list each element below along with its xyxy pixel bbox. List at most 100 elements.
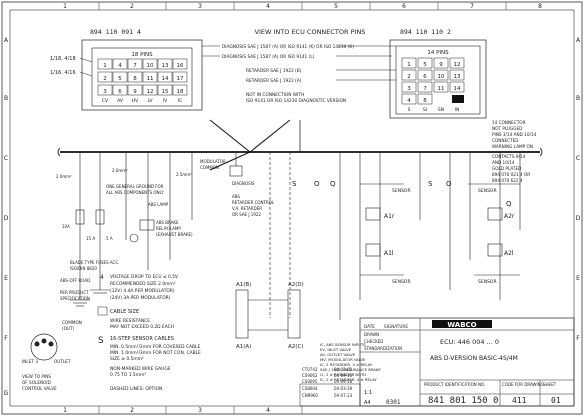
signal-legend: IC, ABS SENSOR INPUTS EV, INLET VALVE AV… — [320, 342, 381, 382]
diagram-label: AND 10/14 — [492, 160, 515, 165]
diagram-label: A2r — [504, 213, 515, 220]
diagram-label: DASHED LINES: OPTION — [110, 386, 162, 392]
diagram-label: 2.5mm² — [176, 172, 192, 177]
col-label-top: 5 — [334, 3, 338, 10]
pin: 10 — [147, 63, 154, 69]
svg-text:S: S — [98, 336, 104, 346]
diagram-label: (EXHAUST BRAKE) — [156, 232, 193, 237]
col-label-bottom: 4 — [266, 407, 270, 414]
diagram-label: ABS — [232, 194, 240, 199]
pin: 11 — [438, 86, 445, 92]
pin: 15 — [162, 89, 169, 95]
diagram-label: ECU: 446 004 ... 0 — [440, 338, 499, 346]
pin-signal: AV — [117, 98, 124, 104]
pin: 4 — [118, 63, 122, 69]
diagram-label: ABS D-VERSION BASIC-4S/4M — [430, 355, 518, 362]
diagram-label: CN9960 — [302, 393, 318, 398]
diagram-label: 894 070 622 4 — [492, 178, 523, 183]
diagnosis-notes: DIAGNOSIS SAE J 1587 (A) OR ISO 9141 (K)… — [222, 44, 354, 104]
diagram-label: (12V) 4.4A PER MODULATOR) — [110, 288, 175, 294]
pin: 7 — [133, 63, 137, 69]
diagram-label: DIAGNOSIS SAE J 1587 (A) OR ISO 9141 (L) — [222, 54, 315, 60]
diagram-label: SHEET — [543, 382, 557, 387]
diagram-label: DIAGNOSIS SAE J 1587 (A) OR ISO 9141 (K)… — [222, 44, 354, 50]
col-label-top: 6 — [402, 3, 406, 10]
diagram-label: 14 CONNECTOR — [492, 120, 526, 125]
diagram-label: 04-03-01 — [334, 367, 353, 372]
diagram-label: 0301 — [386, 399, 401, 406]
diagram-label: A1r — [384, 213, 395, 220]
axle-diagram: A1(B) A2(D) A1(A) A2(C) — [235, 282, 304, 350]
diagram-label: A1l — [384, 250, 394, 257]
pin: 9 — [133, 89, 137, 95]
title-block: WABCO DATE SIGNATURE DRAWN CHECKED STAND… — [359, 317, 575, 407]
col-label-bottom: 1 — [63, 407, 67, 414]
diagram-label: S — [292, 180, 297, 188]
col-label-top: 2 — [130, 3, 134, 10]
row-label-left: F — [4, 335, 8, 342]
col-label-top: 4 — [266, 3, 270, 10]
power-supply-circuit — [70, 152, 193, 307]
column-labels: 1 2 3 4 5 6 7 8 1 2 3 4 — [63, 3, 542, 414]
row-label-left: B — [4, 95, 8, 102]
pin: 17 — [177, 76, 184, 82]
diagram-label: 04-07-23 — [334, 393, 353, 398]
diagram-label: SENSOR — [392, 279, 411, 285]
diagram-label: MODULATOR — [200, 159, 226, 164]
diagram-label: WARNING LAMP ON — [492, 144, 533, 149]
row-label-left: D — [4, 215, 9, 222]
diagram-label: PINS 3/14 AND 10/14 — [492, 132, 537, 137]
diagram-label: VOLTAGE DROP TO ECU ≤ 0.5V — [110, 274, 178, 280]
diagram-label: CS8604 — [302, 386, 318, 391]
diagram-label: RETARDER SAE J 1922 (B) — [246, 68, 302, 74]
diagram-label: PER PRODUCT — [60, 290, 89, 295]
diagram-label: RELAY/LAMP — [156, 226, 181, 231]
pin: 14 — [454, 86, 461, 92]
diagram-label: RETARDER SAE J 1922 (A) — [246, 78, 302, 84]
pin-signal: IN — [455, 107, 460, 113]
main-harness — [57, 119, 543, 171]
pin: 4 — [407, 98, 411, 104]
diagram-label: ONE GENERAL GROUND FOR — [106, 184, 164, 189]
diagram-label: OR SAE J 1922 — [232, 212, 261, 217]
diagram-label: IC, 2 ≥ RETARDER, 4 ≥ RELAY — [320, 377, 377, 382]
diagram-label: A1(B) — [236, 282, 251, 288]
pin: 6 — [118, 89, 122, 95]
pin: 12 — [147, 89, 154, 95]
revision-table: CT0743 04-03-01 CS9062 04-09-10 CS9095 0… — [299, 367, 361, 407]
diagram-label: RETARDER CONTROL — [232, 200, 275, 205]
connector-side-label: 1/18, 4/18 — [50, 56, 76, 62]
col-label-bottom: 3 — [198, 407, 202, 414]
pin: 13 — [454, 74, 461, 80]
diagram-label: DATE — [364, 324, 375, 329]
diagram-label: EV, INLET VALVE — [320, 347, 352, 352]
diagram-label: SPECIFICATION — [60, 296, 90, 301]
pin: 12 — [454, 62, 461, 68]
diagram-label: DRAWN — [364, 332, 379, 337]
diagram-label: MIN. 0.5mm²/2mm FOR COVERED CABLE — [110, 344, 200, 350]
svg-text:4: 4 — [100, 274, 104, 281]
connector-side-label: 1/16, 4/16 — [50, 70, 76, 76]
diagram-label: MV, MODULATOR VALVE — [320, 357, 366, 362]
diagram-label: DIAGNOSIS — [232, 181, 255, 186]
row-label-right: A — [576, 37, 581, 44]
left-part-number: 894 110 091 4 — [90, 28, 141, 36]
pin-signal: LV — [147, 98, 153, 104]
diagram-label: SENSOR — [392, 188, 411, 194]
diagram-label: 2.0mm² — [112, 168, 128, 173]
row-label-left: E — [4, 275, 8, 282]
diagram-label: 841 801 150 0 — [428, 396, 498, 406]
diagram-label: WIRE RESISTANCE — [110, 318, 150, 324]
diagram-label: MIN. 1.0mm²/3mm FOR NOT CON. CABLE — [110, 350, 201, 356]
component-labels: SENSOR SENSOR SENSOR SENSOR A1r A2r A1l … — [384, 188, 515, 285]
diagram-label: A4 — [364, 400, 371, 406]
col-label-bottom: 2 — [130, 407, 134, 414]
connector-18-title: 18 PINS — [131, 52, 153, 58]
diagram-label: OUTLET — [54, 359, 71, 364]
diagram-label: SENSOR — [478, 188, 497, 194]
diagram-label: CODE FOR DRAWING — [502, 382, 544, 387]
diagram-label: COMMON — [62, 320, 82, 325]
connector-notes: 14 CONNECTOR NOT PLUGGED PINS 3/14 AND 1… — [492, 120, 537, 183]
row-label-left: C — [4, 155, 8, 162]
diagram-label: (24V) 3A PER MODULATOR) — [110, 295, 171, 301]
